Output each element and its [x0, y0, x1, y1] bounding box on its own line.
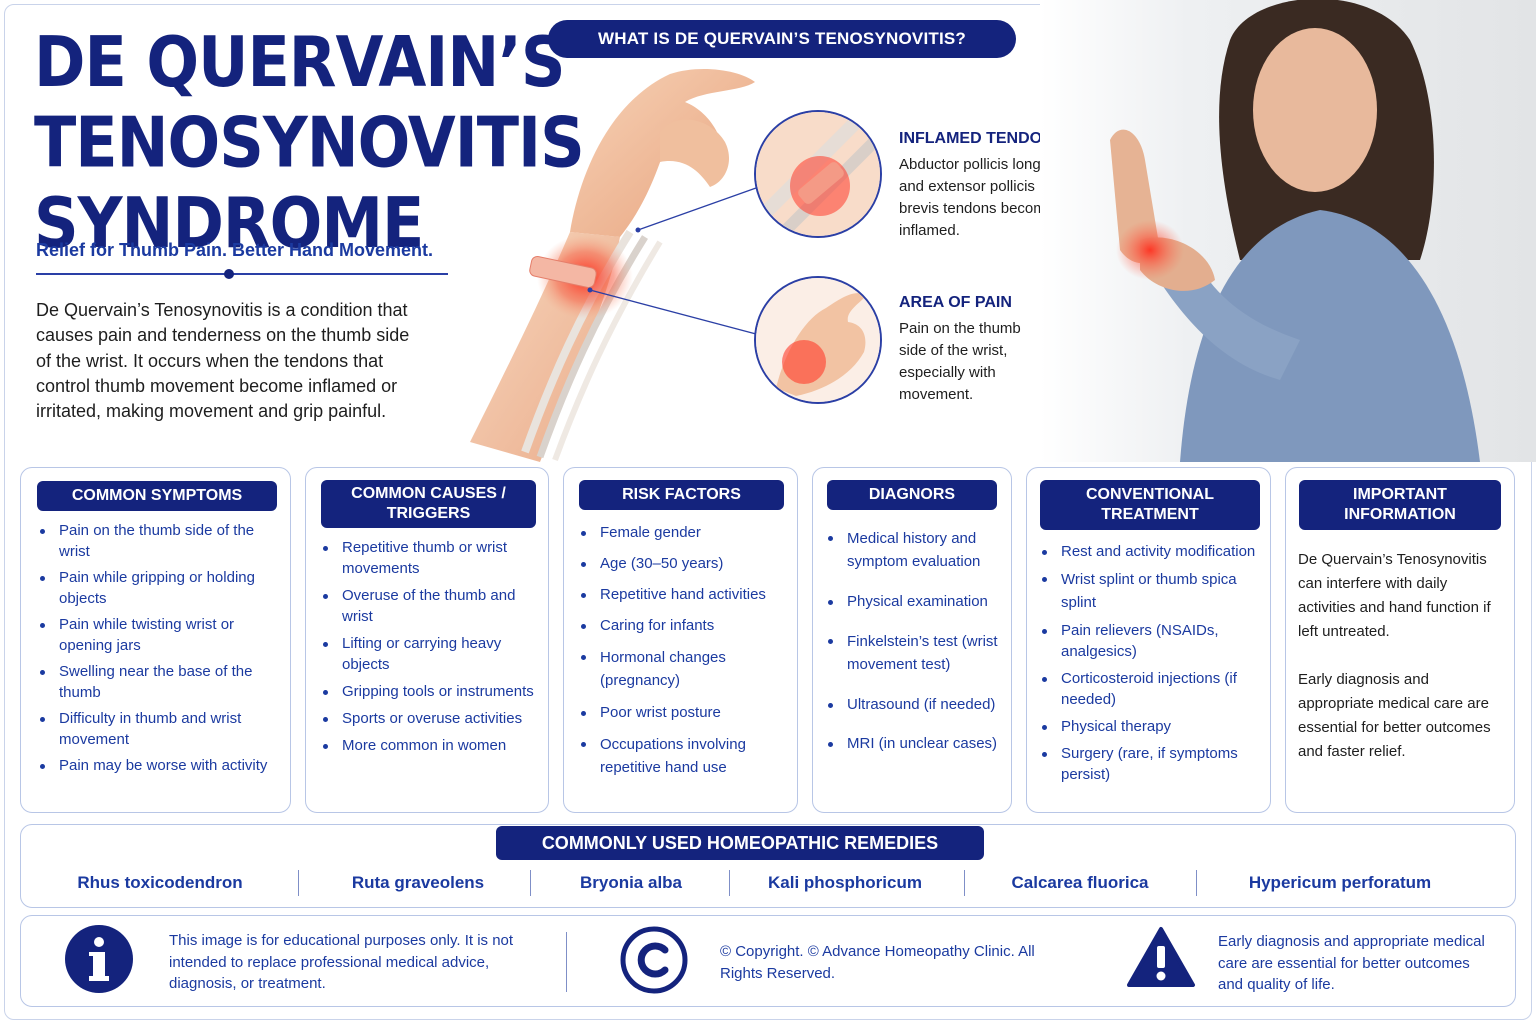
- callout-line: especially with: [899, 364, 996, 381]
- list-item: Female gender: [578, 522, 792, 543]
- list-item: Pain on the thumb side of the wrist: [37, 520, 269, 562]
- callout-line: and extensor pollicis: [899, 178, 1035, 195]
- risk-list: Female gender Age (30–50 years) Repetiti…: [578, 522, 792, 779]
- list-item: Repetitive hand activities: [578, 584, 792, 605]
- list-item: Pain while gripping or holding objects: [37, 567, 269, 609]
- list-item: Overuse of the thumb and wrist: [320, 585, 540, 627]
- card-risk-factors: RISK FACTORS Female gender Age (30–50 ye…: [563, 467, 798, 813]
- remedy-item: Rhus toxicodendron: [77, 873, 243, 892]
- card-symptoms: COMMON SYMPTOMS Pain on the thumb side o…: [20, 467, 291, 813]
- remedy-item: Bryonia alba: [579, 873, 683, 892]
- subtitle-divider: [36, 273, 448, 275]
- causes-list: Repetitive thumb or wrist movements Over…: [320, 537, 540, 756]
- list-item: Ultrasound (if needed): [825, 694, 1007, 715]
- hero-heading: WHAT IS DE QUERVAIN’S TENOSYNOVITIS?: [548, 20, 1016, 58]
- copyright-icon: [620, 926, 688, 994]
- list-item: Finkelstein’s test (wrist movement test): [825, 630, 1007, 676]
- footer-divider: [566, 932, 567, 992]
- list-item: Pain may be worse with activity: [37, 755, 269, 776]
- remedy-item: Kali phosphoricum: [768, 873, 922, 892]
- card-heading: RISK FACTORS: [579, 480, 784, 510]
- card-heading: COMMON SYMPTOMS: [37, 481, 277, 511]
- page-frame: [4, 4, 1532, 1020]
- card-important: IMPORTANT INFORMATION De Quervain’s Teno…: [1285, 467, 1515, 813]
- page-title: DE QUERVAIN’S TENOSYNOVITIS SYNDROME: [34, 20, 585, 264]
- list-item: Difficulty in thumb and wrist movement: [37, 708, 269, 750]
- card-heading: IMPORTANT INFORMATION: [1299, 480, 1501, 530]
- diagnosis-list: Medical history and symptom evaluation P…: [825, 527, 1007, 754]
- remedy-item: Calcarea fluorica: [1011, 873, 1149, 892]
- copyright-text: © Copyright. © Advance Homeopathy Clinic…: [720, 943, 1035, 982]
- warning-icon: [1127, 927, 1195, 987]
- callout-inflamed-heading: INFLAMED TENDONS: [899, 130, 1065, 147]
- remedy-item: Ruta graveolens: [351, 873, 485, 892]
- list-item: Gripping tools or instruments: [320, 681, 540, 702]
- list-item: Wrist splint or thumb spica splint: [1039, 568, 1263, 614]
- area-of-pain-zoom: [754, 276, 882, 404]
- list-item: Poor wrist posture: [578, 702, 792, 723]
- callout-line: movement.: [899, 386, 974, 403]
- intro-paragraph: De Quervain’s Tenosynovitis is a conditi…: [36, 300, 410, 422]
- list-item: Physical therapy: [1039, 716, 1263, 737]
- footer-section: [20, 915, 1516, 1007]
- list-item: Surgery (rare, if symptoms persist): [1039, 743, 1263, 785]
- callout-line: side of the wrist,: [899, 342, 1008, 359]
- remedies-section: [20, 824, 1516, 908]
- remedy-divider: [729, 870, 730, 896]
- callout-line: brevis tendons become: [899, 200, 1055, 217]
- list-item: Swelling near the base of the thumb: [37, 661, 269, 703]
- subtitle: Relief for Thumb Pain. Better Hand Movem…: [36, 240, 434, 260]
- card-heading: CONVENTIONAL TREATMENT: [1040, 480, 1260, 530]
- list-item: Corticosteroid injections (if needed): [1039, 668, 1263, 710]
- important-para-1: De Quervain’s Tenosynovitis can interfer…: [1298, 551, 1491, 640]
- list-item: Medical history and symptom evaluation: [825, 527, 1007, 573]
- list-item: Physical examination: [825, 591, 1007, 612]
- callout-line: Pain on the thumb: [899, 320, 1021, 337]
- list-item: MRI (in unclear cases): [825, 733, 1007, 754]
- symptoms-list: Pain on the thumb side of the wrist Pain…: [37, 520, 269, 776]
- wrist-anatomy-illustration: [470, 68, 757, 462]
- info-icon: [65, 925, 133, 993]
- list-item: Pain relievers (NSAIDs, analgesics): [1039, 620, 1263, 662]
- callout-line: Abductor pollicis longus: [899, 156, 1057, 173]
- list-item: More common in women: [320, 735, 540, 756]
- remedy-divider: [964, 870, 965, 896]
- card-heading: DIAGNORS: [827, 480, 997, 510]
- divider-dot: [224, 269, 234, 279]
- title-line-1: DE QUERVAIN’S: [34, 20, 565, 103]
- card-diagnosis: DIAGNORS Medical history and symptom eva…: [812, 467, 1012, 813]
- callout-inflamed-text: Abductor pollicis longus and extensor po…: [899, 154, 1057, 242]
- list-item: Age (30–50 years): [578, 553, 792, 574]
- card-causes: COMMON CAUSES / TRIGGERS Repetitive thum…: [305, 467, 549, 813]
- list-item: Repetitive thumb or wrist movements: [320, 537, 540, 579]
- card-heading: COMMON CAUSES / TRIGGERS: [321, 480, 536, 528]
- title-line-3: SYNDROME: [34, 182, 424, 264]
- disclaimer-text: This image is for educational purposes o…: [169, 932, 514, 992]
- callout-pain-text: Pain on the thumb side of the wrist, esp…: [899, 318, 1021, 406]
- remedy-divider: [530, 870, 531, 896]
- list-item: Lifting or carrying heavy objects: [320, 633, 540, 675]
- list-item: Rest and activity modification: [1039, 541, 1263, 562]
- title-line-2: TENOSYNOVITIS: [34, 101, 585, 184]
- remedy-item: Hypericum perforatum: [1248, 873, 1432, 892]
- inflamed-tendons-zoom: [754, 110, 882, 238]
- footer-note: Early diagnosis and appropriate medical …: [1218, 933, 1485, 993]
- treatment-list: Rest and activity modification Wrist spl…: [1039, 541, 1263, 785]
- woman-holding-wrist-photo: [1040, 0, 1536, 462]
- callout-line: inflamed.: [899, 222, 960, 239]
- important-para-2: Early diagnosis and appropriate medical …: [1298, 671, 1491, 760]
- remedies-heading: COMMONLY USED HOMEOPATHIC REMEDIES: [496, 826, 984, 860]
- remedy-divider: [1196, 870, 1197, 896]
- remedy-divider: [298, 870, 299, 896]
- list-item: Hormonal changes (pregnancy): [578, 646, 792, 692]
- card-treatment: CONVENTIONAL TREATMENT Rest and activity…: [1026, 467, 1271, 813]
- callout-pain-heading: AREA OF PAIN: [899, 294, 1012, 311]
- list-item: Sports or overuse activities: [320, 708, 540, 729]
- list-item: Occupations involving repetitive hand us…: [578, 733, 792, 779]
- list-item: Pain while twisting wrist or opening jar…: [37, 614, 269, 656]
- list-item: Caring for infants: [578, 615, 792, 636]
